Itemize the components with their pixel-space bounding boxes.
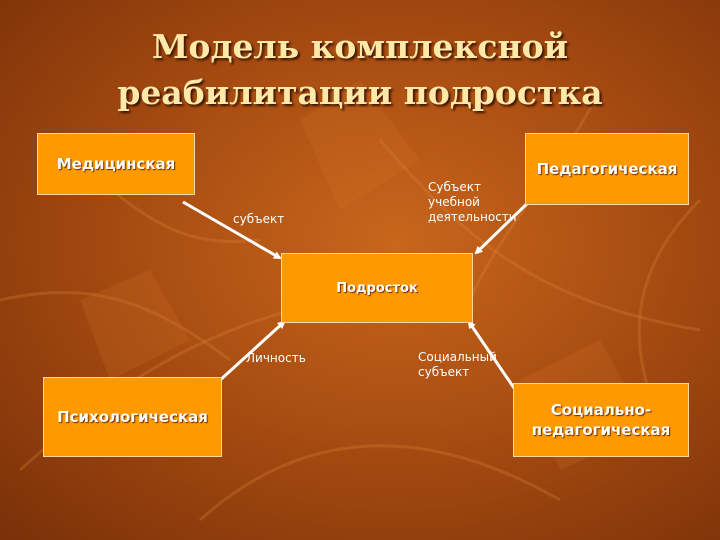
node-pedagogical-label: Педагогическая [536,160,678,178]
edge-label-psychological: Личность [246,351,306,365]
arrow-psychological [216,320,286,384]
edge-label-medical: субъект [233,212,285,226]
node-medical: Медицинская [37,133,195,195]
node-psychological: Психологическая [43,377,222,457]
node-medical-label: Медицинская [56,155,176,173]
node-social-pedagogical: Социально- педагогическая [513,383,689,457]
edge-label-social-pedagogical: Социальный субъект [418,350,497,379]
node-center-label: Подросток [336,281,418,296]
title-line-1: Модель комплексной [151,27,569,66]
page-title: Модель комплексной реабилитации подростк… [0,24,720,116]
node-center: Подросток [281,253,473,323]
node-pedagogical: Педагогическая [525,133,689,205]
node-psychological-label: Психологическая [57,408,208,426]
arrow-social-pedagogical [467,320,516,389]
node-social-pedagogical-label: Социально- педагогическая [531,401,671,439]
edge-label-pedagogical: Субъект учебной деятельности [428,180,517,224]
arrow-medical [182,200,282,260]
title-line-2: реабилитации подростка [117,73,603,112]
